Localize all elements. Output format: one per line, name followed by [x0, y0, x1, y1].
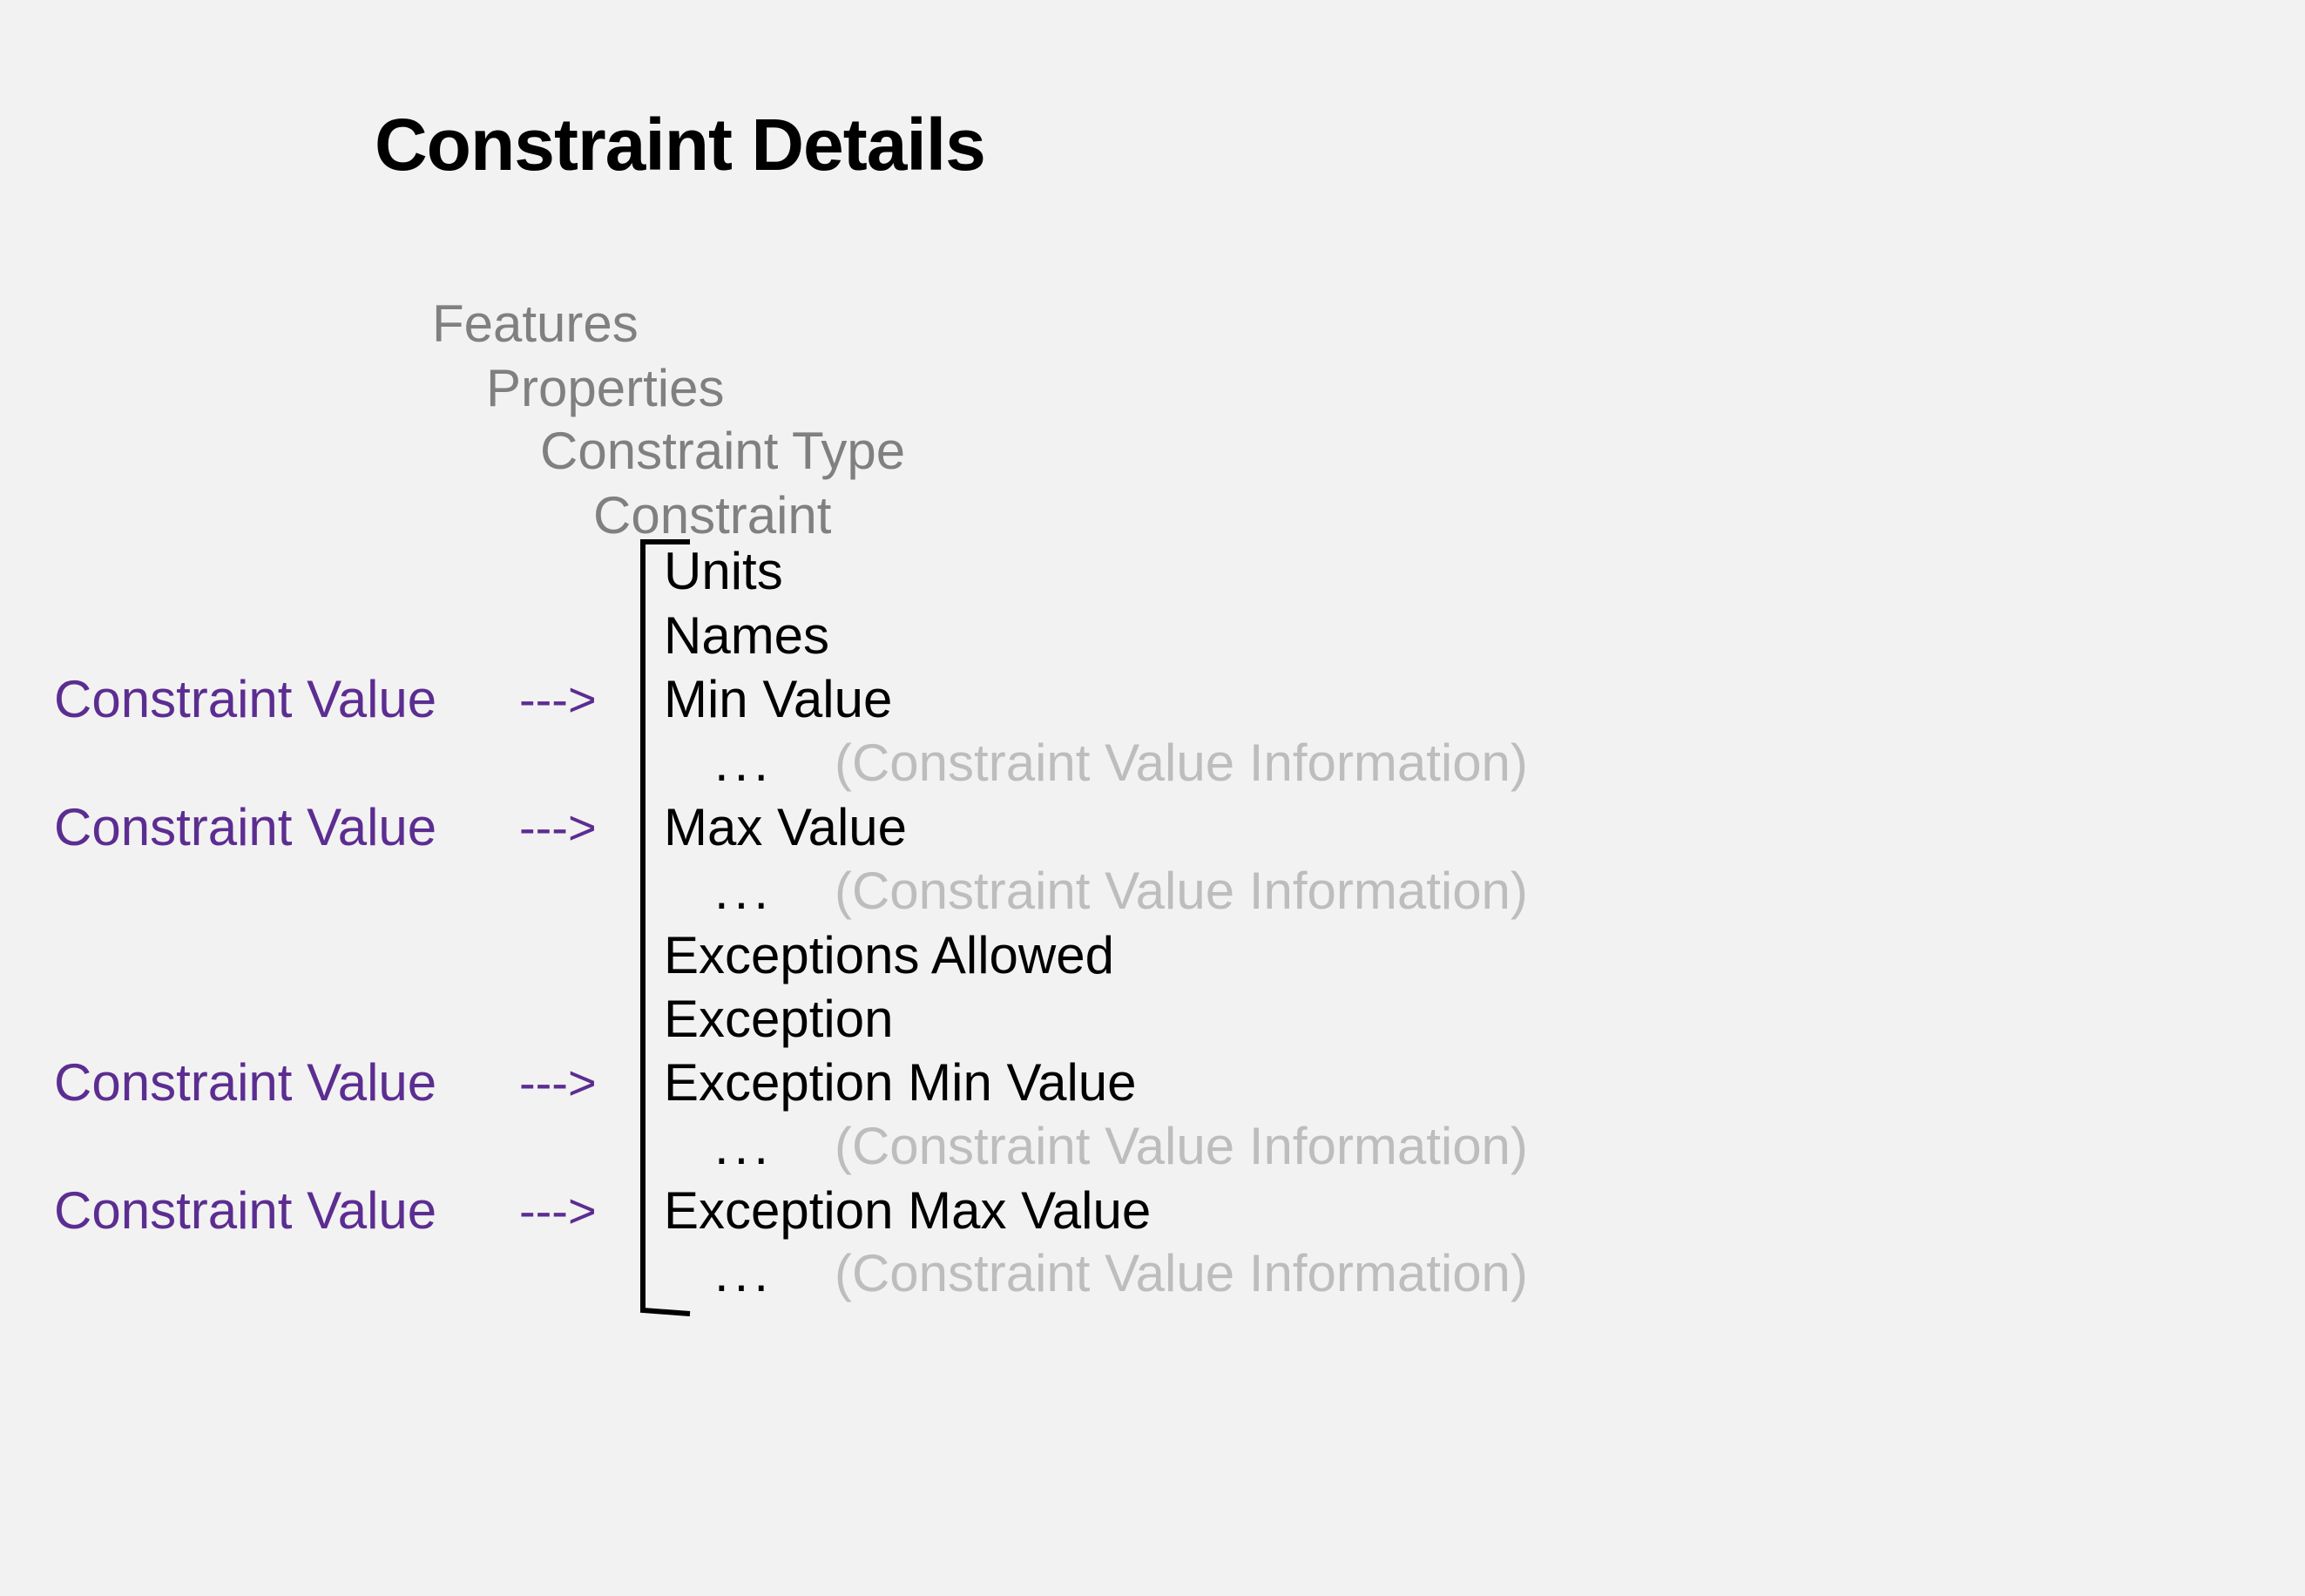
arrow-icon: ---> — [519, 1183, 597, 1238]
item-min-value: Min Value — [664, 670, 893, 728]
ellipsis: ... — [714, 1117, 774, 1175]
constraint-value-label: Constraint Value — [54, 798, 437, 856]
constraint-value-info: (Constraint Value Information) — [835, 1117, 1528, 1175]
ellipsis: ... — [714, 862, 774, 920]
arrow-icon: ---> — [519, 800, 597, 855]
diagram-title: Constraint Details — [375, 104, 986, 186]
item-names: Names — [664, 606, 830, 665]
ellipsis: ... — [714, 734, 774, 792]
hierarchy-properties: Properties — [486, 359, 725, 417]
constraint-value-label: Constraint Value — [54, 1053, 437, 1112]
item-max-value: Max Value — [664, 798, 908, 856]
arrow-icon: ---> — [519, 1055, 597, 1110]
constraint-value-info: (Constraint Value Information) — [835, 862, 1528, 920]
constraint-value-info: (Constraint Value Information) — [835, 734, 1528, 792]
hierarchy-constraint: Constraint — [593, 486, 832, 544]
constraint-value-info: (Constraint Value Information) — [835, 1244, 1528, 1302]
item-exception-max-value: Exception Max Value — [664, 1181, 1152, 1240]
hierarchy-constraint-type: Constraint Type — [540, 422, 906, 480]
hierarchy-features: Features — [432, 294, 639, 353]
item-exception: Exception — [664, 990, 894, 1048]
arrow-icon: ---> — [519, 672, 597, 727]
item-exceptions-allowed: Exceptions Allowed — [664, 926, 1114, 984]
ellipsis: ... — [714, 1244, 774, 1302]
constraint-value-label: Constraint Value — [54, 1181, 437, 1240]
item-units: Units — [664, 542, 783, 600]
item-exception-min-value: Exception Min Value — [664, 1053, 1137, 1112]
constraint-value-label: Constraint Value — [54, 670, 437, 728]
